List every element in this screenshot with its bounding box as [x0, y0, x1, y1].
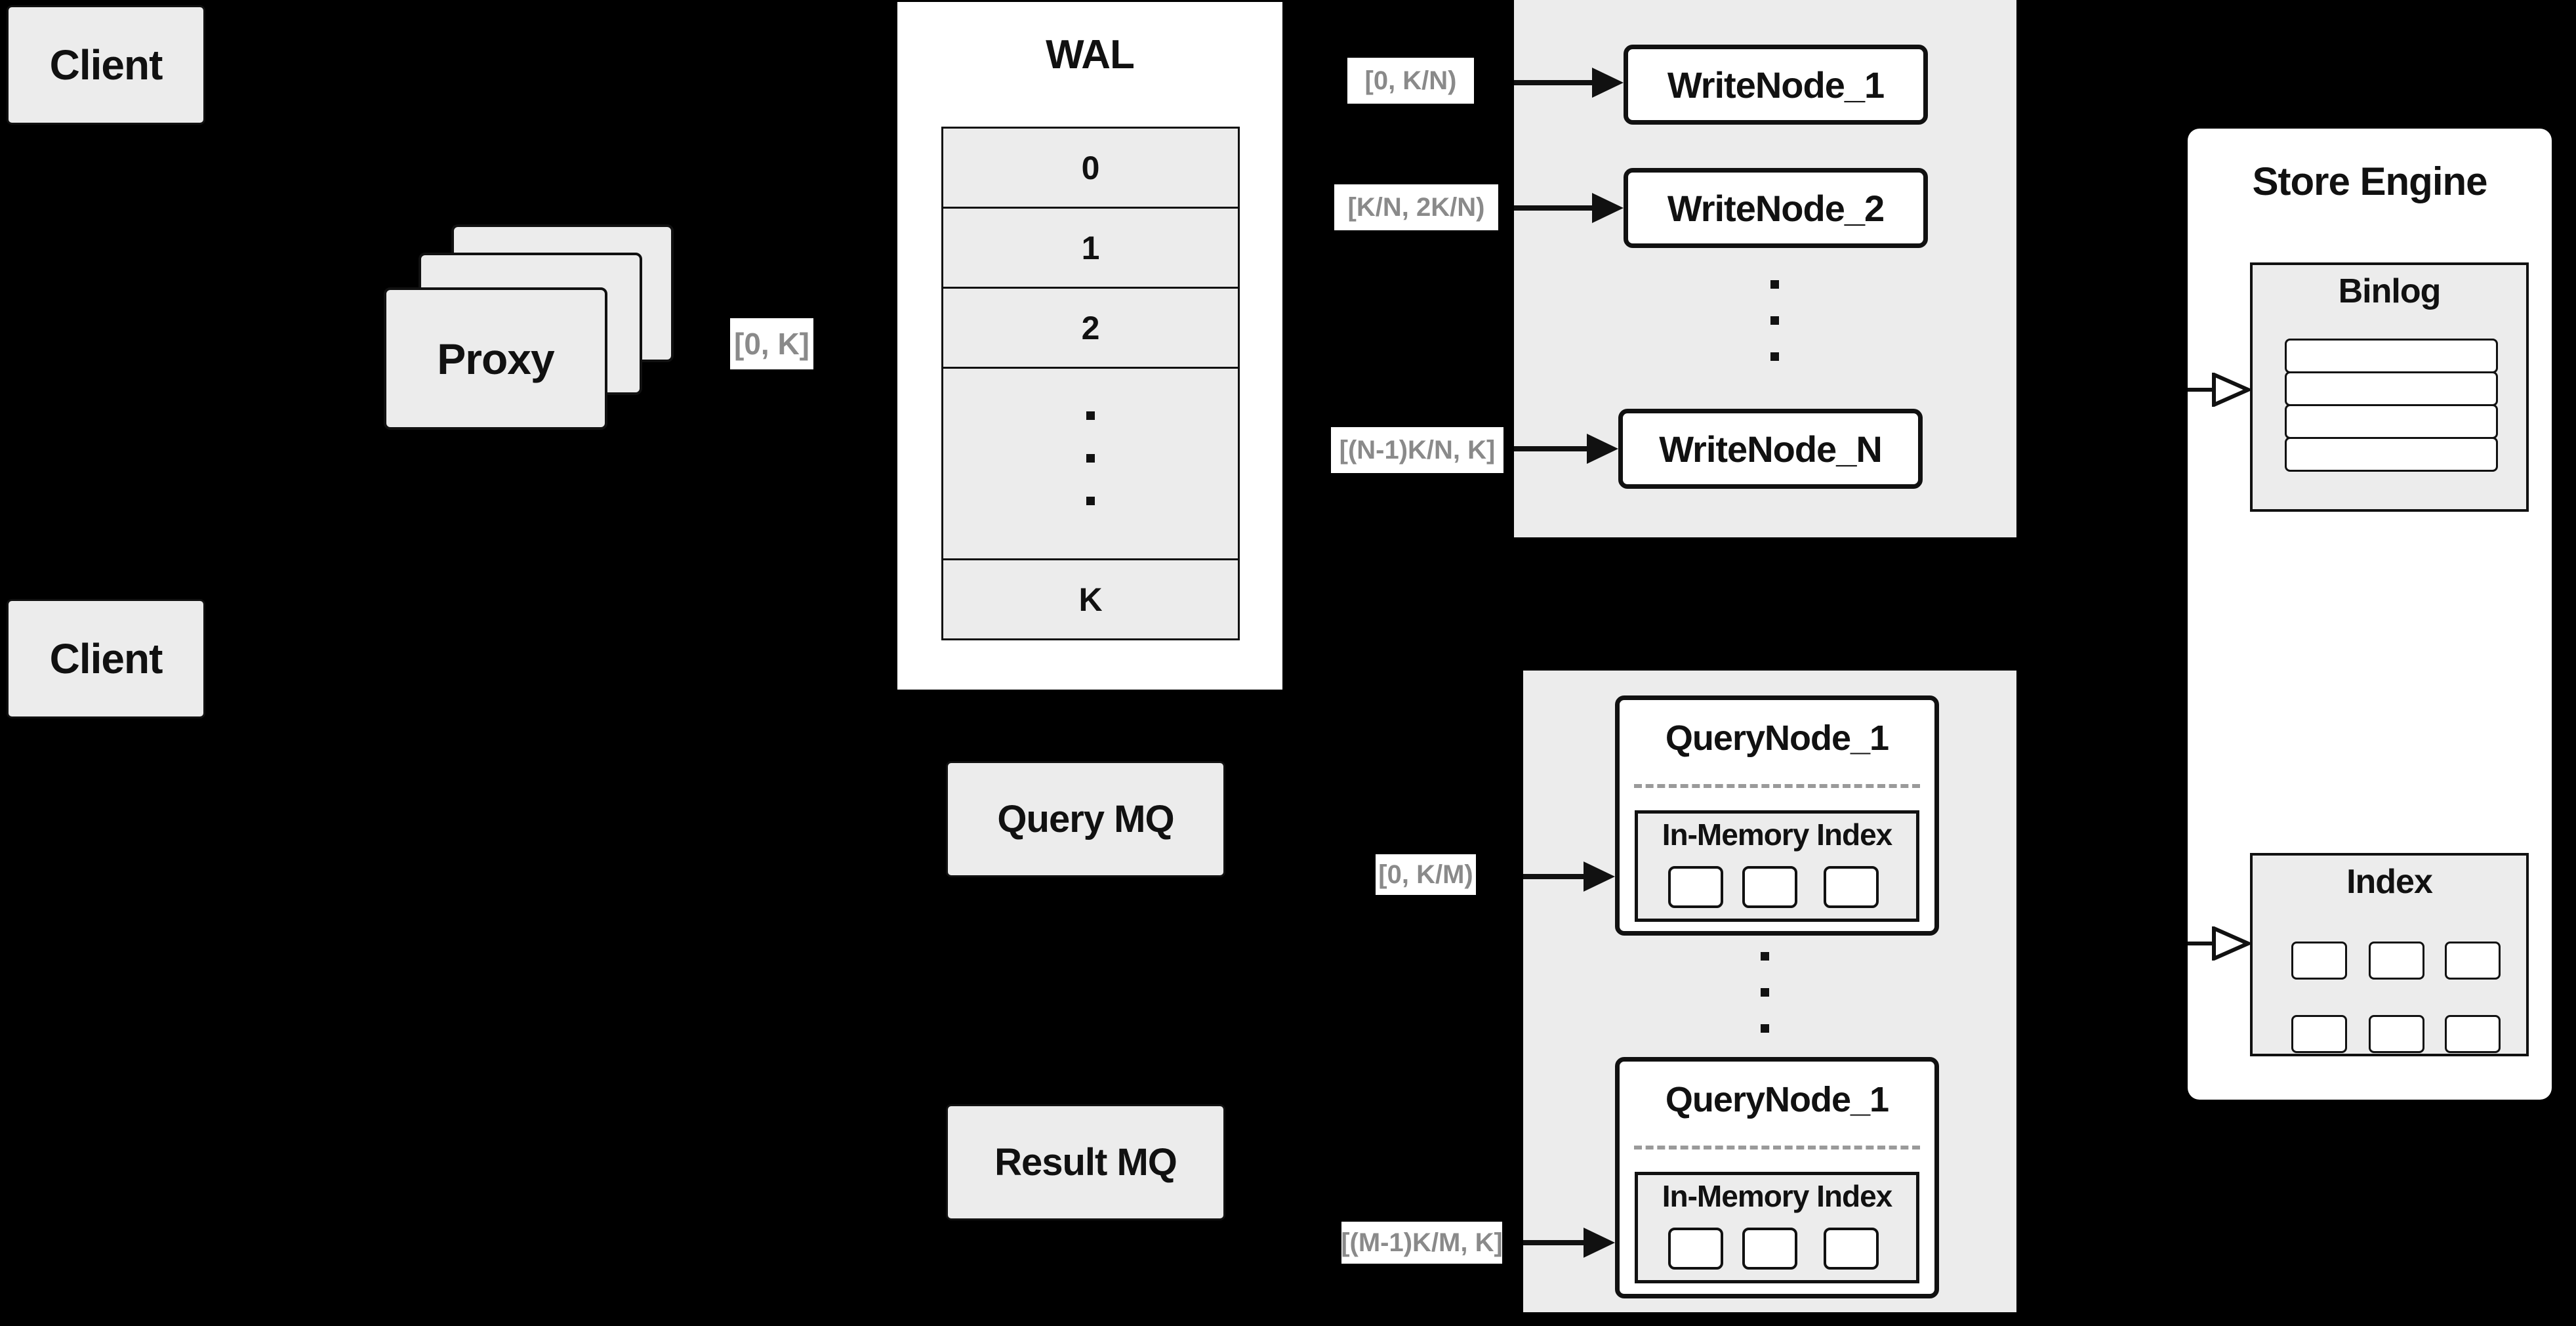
- segment-chip: [1668, 1228, 1723, 1270]
- wal-segment-2: 2: [941, 287, 1240, 369]
- write-node-1-label: WriteNode_1: [1667, 64, 1885, 106]
- binlog-row: [2285, 371, 2498, 406]
- wal-segment-k: K: [941, 558, 1240, 640]
- arrow-binlog-head-icon: [2212, 373, 2251, 407]
- arrow-query-m-head-icon: [1584, 1228, 1615, 1258]
- write-ellipsis-dot: [1770, 352, 1779, 361]
- in-memory-index-title-top: In-Memory Index: [1662, 818, 1893, 852]
- wal-segment-0: 0: [941, 127, 1240, 209]
- result-mq-label: Result MQ: [994, 1141, 1177, 1184]
- write-node-n-box: WriteNode_N: [1618, 409, 1923, 489]
- result-mq-box: Result MQ: [946, 1104, 1225, 1220]
- wal-segment-table: 0 1 2 K: [941, 127, 1240, 640]
- range-label-write-2: [K/N, 2K/N): [1334, 184, 1498, 230]
- wal-ellipsis-cell: [941, 367, 1240, 560]
- index-cell: [2291, 942, 2347, 980]
- wal-segment-k-label: K: [1078, 581, 1103, 618]
- client-top-label: Client: [49, 41, 163, 89]
- client-box-top: Client: [7, 5, 205, 125]
- arrow-write-1-head-icon: [1592, 68, 1624, 98]
- arrow-write-2-head-icon: [1592, 193, 1624, 223]
- write-ellipsis-dot: [1770, 316, 1779, 325]
- binlog-title: Binlog: [2338, 272, 2442, 310]
- arrow-write-n-head-icon: [1587, 434, 1618, 464]
- wal-segment-2-label: 2: [1081, 309, 1100, 346]
- segment-chip: [1668, 866, 1723, 908]
- query-node-bottom-title: QueryNode_1: [1665, 1080, 1889, 1119]
- segment-chip: [1824, 866, 1879, 908]
- range-label-query-m: [(M-1)K/M, K]: [1341, 1222, 1503, 1264]
- index-box: Index: [2250, 853, 2529, 1056]
- arrow-binlog: [2188, 388, 2217, 392]
- wal-segment-0-label: 0: [1081, 149, 1100, 186]
- query-ellipsis-dot: [1761, 952, 1769, 961]
- wal-segment-1-label: 1: [1081, 229, 1100, 266]
- in-memory-index-title-bottom: In-Memory Index: [1662, 1179, 1893, 1213]
- segment-chip: [1824, 1228, 1879, 1270]
- write-node-1-box: WriteNode_1: [1624, 45, 1928, 125]
- binlog-row: [2285, 339, 2498, 373]
- query-node-bottom-separator: [1634, 1146, 1920, 1150]
- arrow-index: [2188, 942, 2217, 945]
- binlog-row: [2285, 404, 2498, 439]
- store-engine-title: Store Engine: [2252, 159, 2487, 203]
- segment-chip: [1742, 1228, 1797, 1270]
- in-memory-index-box-top: In-Memory Index: [1635, 810, 1919, 922]
- proxy-card-front: Proxy: [384, 287, 607, 430]
- arrow-write-1: [1514, 80, 1592, 85]
- wal-title: WAL: [1046, 31, 1135, 77]
- index-cell: [2369, 942, 2424, 980]
- range-label-write-n: [(N-1)K/N, K]: [1331, 427, 1503, 473]
- wal-ellipsis-dot: [1086, 497, 1095, 505]
- query-ellipsis-dot: [1761, 988, 1769, 997]
- segment-chip: [1742, 866, 1797, 908]
- arrow-write-n: [1514, 446, 1587, 451]
- query-mq-label: Query MQ: [997, 798, 1174, 840]
- range-label-write-1: [0, K/N): [1347, 58, 1474, 104]
- wal-ellipsis-dot: [1086, 454, 1095, 463]
- wal-segment-1: 1: [941, 207, 1240, 289]
- client-box-bottom: Client: [7, 599, 205, 718]
- index-title: Index: [2346, 863, 2433, 901]
- arrow-write-2: [1514, 205, 1592, 211]
- in-memory-index-box-bottom: In-Memory Index: [1635, 1172, 1919, 1283]
- query-node-bottom-box: QueryNode_1 In-Memory Index: [1615, 1057, 1939, 1298]
- index-cell: [2445, 942, 2501, 980]
- query-mq-box: Query MQ: [946, 761, 1225, 877]
- range-label-query-1: [0, K/M): [1376, 854, 1476, 895]
- proxy-label: Proxy: [437, 334, 554, 383]
- query-node-top-title: QueryNode_1: [1665, 718, 1889, 758]
- write-ellipsis-dot: [1770, 280, 1779, 289]
- wal-panel: WAL 0 1 2 K: [897, 2, 1282, 690]
- write-node-2-box: WriteNode_2: [1624, 168, 1928, 248]
- query-ellipsis-dot: [1761, 1024, 1769, 1033]
- index-cell: [2291, 1015, 2347, 1053]
- query-node-top-separator: [1634, 784, 1920, 788]
- arrow-query-1-head-icon: [1584, 861, 1615, 892]
- client-bottom-label: Client: [49, 635, 163, 682]
- index-cell: [2369, 1015, 2424, 1053]
- arrow-query-1: [1523, 874, 1584, 879]
- binlog-box: Binlog: [2250, 262, 2529, 512]
- index-cell: [2445, 1015, 2501, 1053]
- store-engine-panel: Store Engine Binlog Index: [2188, 129, 2552, 1100]
- wal-ellipsis-dot: [1086, 411, 1095, 420]
- arrow-index-head-icon: [2212, 926, 2251, 961]
- binlog-row: [2285, 437, 2498, 472]
- range-label-proxy-wal: [0, K]: [730, 318, 813, 369]
- query-node-top-box: QueryNode_1 In-Memory Index: [1615, 695, 1939, 936]
- write-node-n-label: WriteNode_N: [1659, 428, 1883, 470]
- write-node-2-label: WriteNode_2: [1667, 187, 1885, 229]
- arrow-query-m: [1523, 1240, 1584, 1245]
